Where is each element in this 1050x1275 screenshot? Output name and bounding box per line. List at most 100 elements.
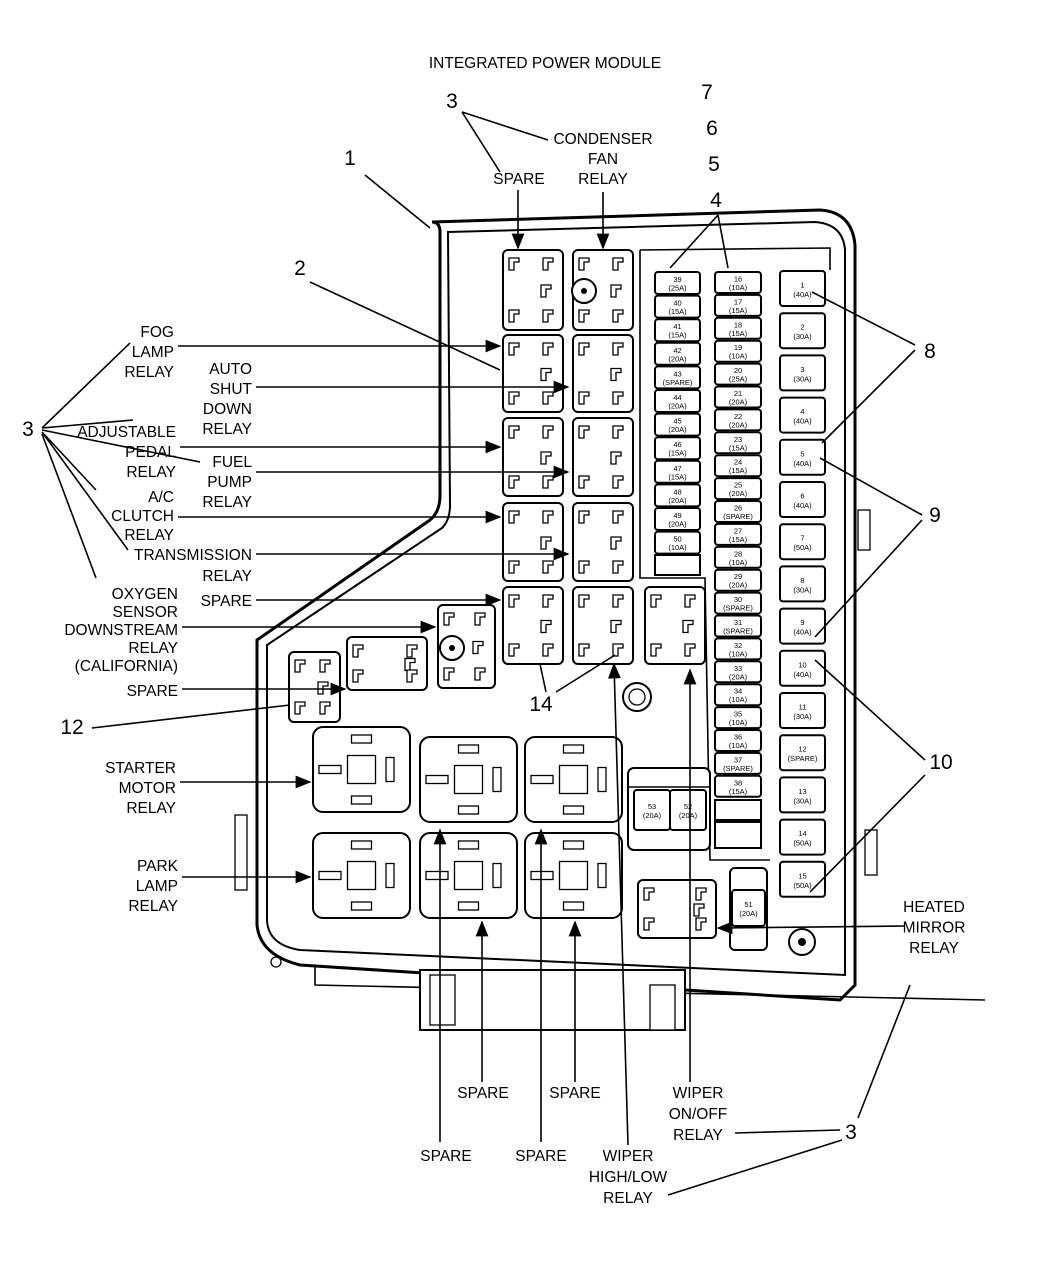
iso-relay-socket (419, 832, 518, 919)
fuse: 51(20A) (731, 889, 766, 927)
fuse: 34(10A) (714, 683, 762, 707)
fuse: 28(10A) (714, 545, 762, 569)
fuse-number: 19 (734, 343, 742, 352)
fuse-number: 4 (800, 407, 804, 416)
relay-socket (572, 586, 634, 665)
fuse: 40(15A) (654, 294, 701, 319)
relay-socket (502, 334, 564, 413)
fuse-rating: (SPARE) (788, 754, 818, 763)
label-line: SPARE (515, 1148, 566, 1165)
fuse-rating: (SPARE) (723, 604, 753, 613)
label-line: HEATED (903, 899, 965, 916)
relay-socket (502, 586, 564, 665)
fuse-rating: (15A) (668, 472, 687, 481)
callout-n3-left: 3 (22, 418, 34, 441)
fuse-rating: (50A) (793, 543, 812, 552)
fuse-number: 1 (800, 281, 804, 290)
fuse-number: 7 (800, 534, 804, 543)
fuse-number: 10 (798, 660, 806, 669)
fuse: 49(20A) (654, 507, 701, 531)
label-spare-top: SPARE (493, 171, 544, 188)
iso-relay-socket (524, 736, 623, 823)
fuse-rating: (SPARE) (723, 764, 753, 773)
fuse-rating: (40A) (793, 290, 812, 299)
fuse: 1(40A) (779, 270, 826, 307)
label-line: SPARE (201, 593, 252, 610)
fuse: 38(15A) (714, 774, 762, 798)
fuse: 4(40A) (779, 396, 826, 434)
fuse-rating: (20A) (668, 402, 687, 411)
label-spare-b3: SPARE (420, 1148, 471, 1165)
label-line: RELAY (202, 421, 252, 438)
label-line: RELAY (202, 494, 252, 511)
fuse-number: 6 (800, 492, 804, 501)
fuse: 22(20A) (714, 408, 762, 432)
fuse-rating: (20A) (729, 581, 748, 590)
fuse-rating: (30A) (793, 585, 812, 594)
callout-n10: 10 (929, 751, 952, 774)
fuse: 18(15A) (714, 316, 762, 340)
heated-mirror-relay-socket (637, 879, 717, 939)
fuse-number: 31 (734, 618, 742, 627)
fuse-number: 13 (798, 787, 806, 796)
fuse-number: 53 (648, 802, 656, 811)
label-line: FUEL (212, 454, 252, 471)
fuse-number: 22 (734, 412, 742, 421)
label-line: DOWN (203, 401, 252, 418)
fuse: 15(50A) (779, 860, 826, 898)
fuse-number: 49 (673, 511, 681, 520)
fuse: 20(25A) (714, 362, 762, 386)
fuse: 45(20A) (654, 412, 701, 437)
fuse-number: 23 (734, 435, 742, 444)
fuse-number: 33 (734, 664, 742, 673)
fuse-rating: (SPARE) (663, 378, 693, 387)
fuse-rating: (15A) (668, 331, 687, 340)
fuse-number: 32 (734, 641, 742, 650)
fuse: 39(25A) (654, 271, 701, 295)
fuse: 10(40A) (779, 649, 826, 687)
label-line: LAMP (132, 344, 174, 361)
callout-n3-bottom: 3 (845, 1121, 857, 1144)
fuse: 7(50A) (779, 523, 826, 561)
fuse-rating: (20A) (739, 909, 758, 918)
fuse-rating: (10A) (729, 352, 748, 361)
fuse-number: 37 (734, 755, 742, 764)
fuse: 33(20A) (714, 660, 762, 684)
label-line: SPARE (420, 1148, 471, 1165)
fuse: 27(15A) (714, 522, 762, 546)
fuse-rating: (30A) (793, 332, 812, 341)
fuse-rating: (20A) (668, 425, 687, 434)
label-line: WIPER (603, 1148, 654, 1165)
fuse: 42(20A) (654, 341, 701, 366)
label-line: A/C (148, 489, 174, 506)
fuse: 3(30A) (779, 354, 826, 392)
label-line: STARTER (105, 760, 176, 777)
fuse-rating: (15A) (729, 306, 748, 315)
fuse: 21(20A) (714, 385, 762, 409)
fuse-rating: (20A) (729, 489, 748, 498)
fuse: 52(20A) (669, 789, 707, 831)
fuse-rating: (15A) (729, 329, 748, 338)
fuse-rating: (15A) (729, 787, 748, 796)
fuse: 46(15A) (654, 436, 701, 461)
fuse-number: 40 (673, 299, 681, 308)
fuse: 44(20A) (654, 389, 701, 413)
fuse-number: 41 (673, 322, 681, 331)
label-line: FAN (588, 151, 618, 168)
fuse-number: 20 (734, 366, 742, 375)
fuse-number: 45 (673, 417, 681, 426)
label-spare-b1: SPARE (457, 1085, 508, 1102)
fuse: 47(15A) (654, 459, 701, 484)
label-line: FOG (140, 324, 174, 341)
fuse-number: 5 (800, 449, 804, 458)
label-line: SPARE (457, 1085, 508, 1102)
leader-lines (41, 111, 926, 1196)
fuse-rating: (SPARE) (723, 627, 753, 636)
fuse-rating: (30A) (793, 712, 812, 721)
relay-socket (346, 636, 428, 691)
fuse-number: 2 (800, 323, 804, 332)
